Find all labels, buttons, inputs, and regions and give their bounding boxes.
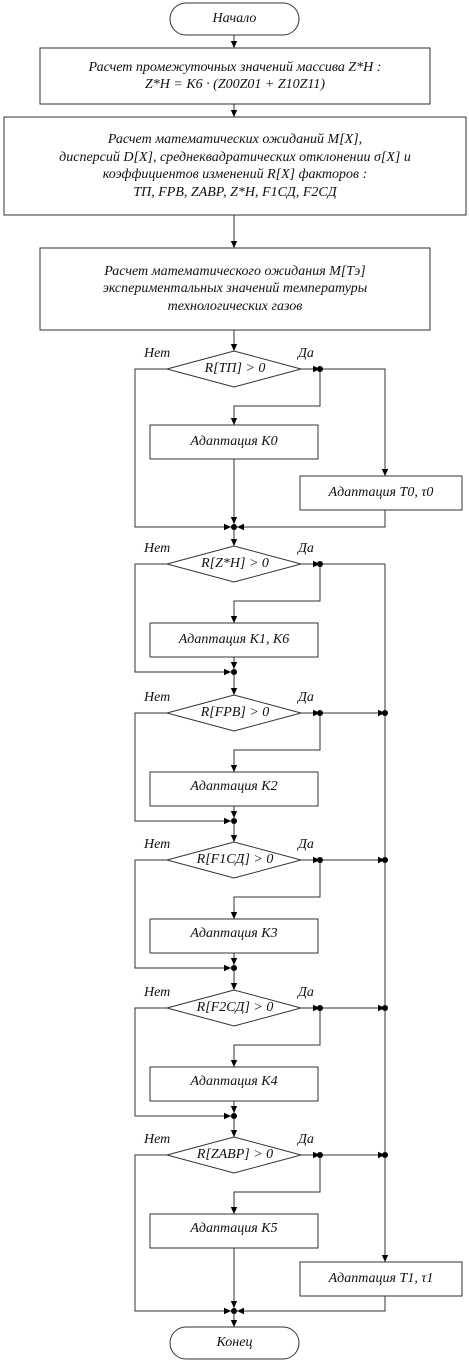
process-shape [299, 1261, 463, 1297]
process-shape [149, 918, 319, 954]
process-shape [149, 622, 319, 658]
end-shape [169, 1326, 300, 1360]
flow-arrow [230, 369, 321, 425]
flow-arrow [237, 510, 386, 531]
junction-dot [231, 669, 237, 675]
junction-dot [317, 710, 323, 716]
process-adapt-no: Адаптация K1, K6 [178, 632, 290, 648]
flow-arrow [134, 1007, 231, 1120]
decision-condition: R[FРВ] > 0 [200, 705, 270, 721]
decision-diamond [165, 841, 303, 879]
junction-dot [231, 1113, 237, 1119]
decision-diamond [165, 1136, 303, 1174]
flow-arrow [320, 368, 389, 476]
process-calc-expectation: Расчет математического ожидания M[Tэ] эк… [102, 263, 368, 314]
process-shape [39, 47, 431, 105]
flow-arrow [230, 860, 321, 919]
decision-condition: R[Z*Н] > 0 [201, 556, 269, 572]
decision-yes-label: Да [298, 541, 314, 556]
process-adapt-yes: Адаптация T0, τ0 [328, 485, 434, 501]
decision-condition: R[TП] > 0 [204, 361, 266, 377]
junction-dot [317, 857, 323, 863]
decision-yes-label: Да [298, 837, 314, 852]
process-shape [149, 1066, 319, 1102]
decision-condition: R[F1СД] > 0 [196, 852, 274, 868]
process-adapt-no: Адаптация K2 [190, 779, 278, 795]
decision-condition: R[ZАВР] > 0 [196, 1147, 274, 1163]
decision-no-label: Нет [144, 837, 171, 852]
decision-no-label: Нет [144, 985, 171, 1000]
flow-arrow [230, 1155, 321, 1214]
decision-yes-label: Да [298, 985, 314, 1000]
process-shape [149, 1213, 319, 1249]
junction-dot [231, 965, 237, 971]
process-calc-z-array: Расчет промежуточных значений массива Z*… [88, 59, 382, 93]
decision-diamond [165, 694, 303, 732]
decision-diamond [165, 350, 303, 388]
flow-arrow [134, 1154, 231, 1315]
junction-dot [382, 710, 388, 716]
flow-arrow [134, 859, 231, 972]
junction-dot [317, 366, 323, 372]
process-shape [299, 475, 463, 511]
flow-arrow [134, 368, 231, 531]
flow-arrow [134, 712, 231, 825]
junction-dot [317, 561, 323, 567]
flow-arrow [230, 713, 321, 772]
process-adapt-no: Адаптация K4 [190, 1074, 278, 1090]
junction-dot [231, 818, 237, 824]
junction-dot [382, 1005, 388, 1011]
process-adapt-no: Адаптация K3 [190, 926, 278, 942]
process-adapt-no: Адаптация K0 [190, 434, 278, 450]
start-shape [169, 2, 300, 36]
decision-no-label: Нет [144, 690, 171, 705]
decision-diamond [165, 545, 303, 583]
process-adapt-no: Адаптация K5 [190, 1221, 278, 1237]
decision-yes-label: Да [298, 346, 314, 361]
process-shape [39, 247, 431, 331]
process-shape [149, 424, 319, 460]
junction-dot [382, 857, 388, 863]
junction-dot [231, 524, 237, 530]
flow-arrow [230, 1008, 321, 1067]
junction-dot [231, 1308, 237, 1314]
process-calc-statistics: Расчет математических ожиданий M[X], дис… [59, 132, 411, 200]
junction-dot [317, 1152, 323, 1158]
decision-yes-label: Да [298, 1132, 314, 1147]
flow-arrow [134, 563, 231, 676]
junction-dot [382, 1152, 388, 1158]
flow-arrow [237, 1296, 386, 1315]
decision-no-label: Нет [144, 1132, 171, 1147]
end-terminal: Конец [216, 1335, 253, 1351]
decision-diamond [165, 989, 303, 1027]
process-adapt-yes: Адаптация T1, τ1 [328, 1271, 434, 1287]
decision-yes-label: Да [298, 690, 314, 705]
start-terminal: Начало [212, 11, 257, 27]
decision-no-label: Нет [144, 541, 171, 556]
decision-no-label: Нет [144, 346, 171, 361]
process-shape [3, 116, 467, 216]
flow-arrow [230, 564, 321, 623]
decision-condition: R[F2СД] > 0 [196, 1000, 274, 1016]
junction-dot [317, 1005, 323, 1011]
process-shape [149, 771, 319, 807]
